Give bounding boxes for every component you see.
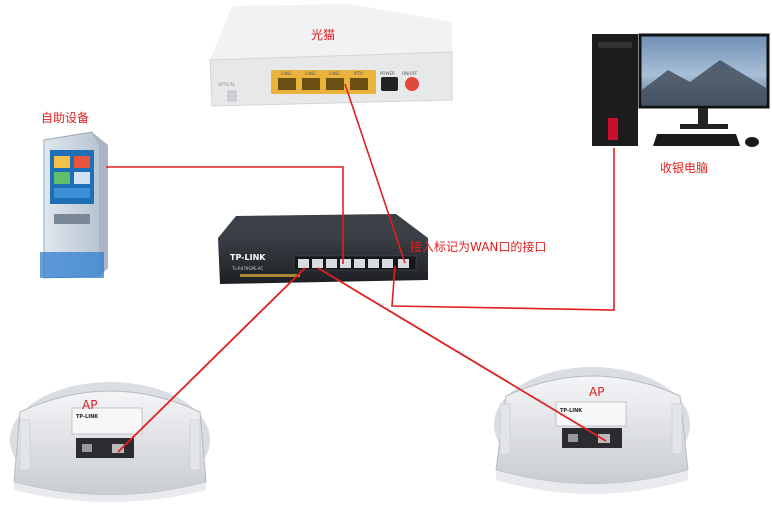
label-modem: 光猫 <box>311 28 336 42</box>
optical-modem: OPTICAL LAN1 LAN2 LAN3 IPTV POWER ON/OFF <box>209 4 453 107</box>
modem-port-label-lan2: LAN2 <box>305 71 316 76</box>
modem-lan2-port <box>302 78 320 90</box>
modem-port-label-lan1: LAN1 <box>281 71 292 76</box>
switch-brand: TP-LINK <box>230 253 266 262</box>
cable-modem-to-switch <box>344 83 406 264</box>
kiosk-base <box>40 252 104 278</box>
access-point-right: TP-LINK <box>494 367 690 494</box>
switch-model: TL-R479GPE-AC <box>231 266 264 271</box>
label-kiosk: 自助设备 <box>41 111 90 125</box>
switch-port <box>382 259 393 268</box>
modem-lan3-port <box>326 78 344 90</box>
modem-power-button <box>405 77 419 91</box>
cable-kiosk-to-switch <box>106 166 344 264</box>
modem-optical-label: OPTICAL <box>218 82 236 87</box>
cashier-pc <box>592 33 770 147</box>
modem-power-jack <box>381 77 398 91</box>
switch-wan-port <box>398 259 409 268</box>
keyboard <box>653 134 740 146</box>
label-pc: 收银电脑 <box>660 161 709 175</box>
modem-optical-port <box>227 90 237 102</box>
cable-switch-to-ap-right <box>317 267 607 442</box>
modem-port-label-lan3: LAN3 <box>329 71 340 76</box>
modem-port-panel <box>271 70 376 94</box>
kiosk-slot <box>54 214 90 224</box>
kiosk-device <box>40 131 108 279</box>
mouse <box>745 137 759 147</box>
switch-port <box>368 259 379 268</box>
cable-switch-to-ap-left <box>117 267 306 453</box>
switch-ports <box>298 259 409 268</box>
switch-port <box>326 259 337 268</box>
ap-right-brand: TP-LINK <box>560 408 583 414</box>
label-ap-right: AP <box>589 385 605 399</box>
ap-left-brand: TP-LINK <box>76 414 99 420</box>
modem-lan1-port <box>278 78 296 90</box>
cables <box>106 83 615 453</box>
switch-port <box>340 259 351 268</box>
label-wan-note: 接入标记为WAN口的接口 <box>410 240 547 254</box>
cable-switch-to-pc <box>391 148 615 311</box>
switch-port <box>298 259 309 268</box>
label-ap-left: AP <box>82 398 98 412</box>
access-point-left: TP-LINK <box>10 382 210 502</box>
modem-port-label-iptv: IPTV <box>354 71 363 76</box>
ap-right-label-card <box>555 401 627 427</box>
modem-iptv-port <box>350 78 368 90</box>
switch-port <box>312 259 323 268</box>
switch-port <box>354 259 365 268</box>
modem-port-label-onoff: ON/OFF <box>402 71 418 76</box>
ap-left-label-card <box>71 407 143 435</box>
modem-port-label-power: POWER <box>380 71 395 76</box>
network-switch: TP-LINK TL-R479GPE-AC <box>218 214 428 284</box>
